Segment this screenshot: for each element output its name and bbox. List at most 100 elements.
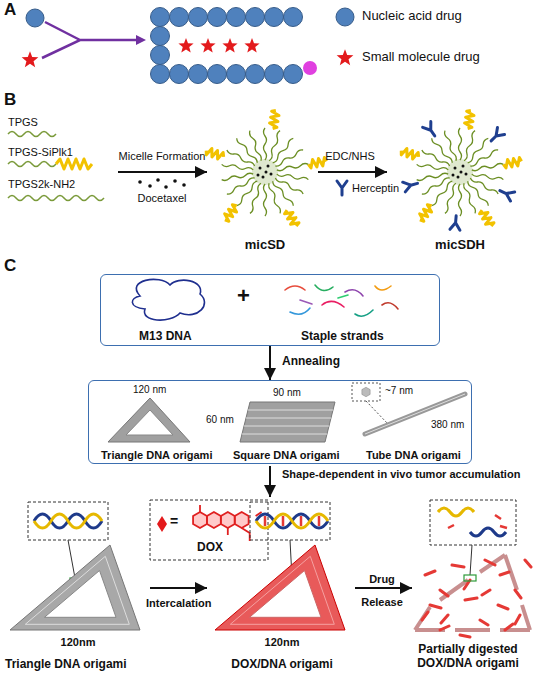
conjugate-chain — [265, 65, 284, 84]
m13-dna-loop — [132, 279, 204, 320]
micelle — [417, 203, 435, 222]
micelle — [470, 149, 499, 168]
component-label: TPGS — [8, 116, 38, 129]
antibody-label: Herceptin — [352, 182, 399, 195]
tube-origami — [362, 387, 370, 397]
micelle — [249, 130, 263, 161]
micelle — [472, 173, 504, 182]
small-molecule-drug — [22, 51, 39, 67]
dox-origami — [250, 571, 322, 618]
micelle-label: micSDH — [435, 238, 485, 253]
micelle — [308, 157, 328, 168]
small-molecule-drug — [22, 51, 39, 67]
micelle — [221, 173, 253, 182]
zoom-inset — [68, 540, 75, 578]
micelle — [221, 163, 253, 172]
micelle — [257, 165, 273, 179]
equals-sign: = — [170, 513, 178, 529]
conjugate-chain — [227, 65, 246, 84]
conjugate-chain — [227, 8, 246, 27]
staple-strands — [285, 286, 305, 290]
structure-label: Triangle DNA origami — [101, 449, 212, 462]
micelle — [259, 167, 262, 170]
dox-origami — [215, 545, 345, 630]
digested-origami — [464, 575, 476, 581]
step-label: Release — [361, 596, 403, 609]
digested-origami — [448, 515, 507, 528]
conjugate-chain — [170, 8, 189, 27]
nucleic-acid-drug — [26, 9, 44, 27]
polymer-chain — [8, 132, 104, 201]
dox-molecule — [207, 512, 221, 528]
micelle — [459, 184, 462, 216]
panel-letter: C — [4, 256, 16, 276]
conjugate-chain — [246, 8, 265, 27]
step-label: EDC/NHS — [325, 150, 375, 163]
docetaxel-dots — [148, 184, 152, 188]
step-label: Micelle Formation — [119, 150, 206, 163]
sirna-helix — [56, 159, 92, 169]
loaded-drug — [244, 38, 259, 53]
dimension-label: 60 nm — [206, 414, 234, 426]
micelle — [264, 184, 267, 216]
conjugate-chain — [151, 27, 170, 46]
legend-symbol — [336, 8, 354, 26]
dox-molecule — [221, 512, 235, 528]
micelle — [460, 171, 463, 174]
square-origami — [240, 402, 335, 442]
micelle — [257, 174, 260, 177]
micelle — [459, 128, 462, 160]
micelle — [444, 183, 458, 214]
docetaxel-dots — [138, 178, 186, 189]
legend-text: Small molecule drug — [362, 50, 480, 65]
dimension-label: 120nm — [265, 636, 300, 649]
docetaxel-dots — [182, 183, 186, 187]
panel-letter: B — [4, 90, 16, 110]
structure-label: DOX/DNA origami — [231, 658, 333, 672]
conjugate-chain — [208, 8, 227, 27]
step-label: Shape-dependent in vivo tumor accumulati… — [282, 468, 520, 481]
micelle — [452, 165, 468, 179]
structure-label: Partially digested DOX/DNA origami — [393, 643, 540, 671]
digested-origami — [470, 545, 472, 575]
staple-strands — [300, 300, 312, 304]
micelle — [463, 130, 477, 161]
micelle — [479, 208, 495, 228]
micelle — [498, 186, 515, 201]
micelle — [416, 163, 448, 172]
micelle — [277, 173, 309, 182]
micelle — [275, 149, 304, 168]
micelle — [269, 110, 280, 130]
tube-origami — [366, 401, 388, 424]
process-arrow — [318, 171, 387, 173]
process-arrow — [269, 466, 271, 497]
nucleic-acid-drug — [26, 9, 44, 27]
loaded-drug — [178, 38, 259, 53]
docetaxel-dots — [138, 180, 142, 184]
digested-origami — [430, 500, 516, 545]
micelle — [205, 110, 327, 228]
micelle — [205, 147, 225, 161]
tube-origami — [352, 383, 380, 401]
square-origami — [248, 410, 333, 411]
loaded-drug — [200, 38, 215, 53]
micelle — [226, 149, 255, 168]
conjugate-chain — [151, 65, 170, 84]
micelle — [265, 171, 268, 174]
legend-symbol — [336, 8, 354, 65]
micelle — [454, 167, 457, 170]
zoom-inset — [28, 502, 108, 540]
micelle — [462, 165, 465, 168]
digested-origami — [415, 500, 531, 637]
staple-strands — [285, 285, 398, 316]
conjugate-chain — [151, 46, 170, 65]
digested-origami — [422, 560, 531, 637]
conjugate-chain — [189, 8, 208, 27]
micelle — [416, 173, 448, 182]
micelle — [503, 157, 523, 168]
drug-label: Docetaxel — [138, 192, 187, 205]
polymer-chain — [8, 132, 56, 137]
